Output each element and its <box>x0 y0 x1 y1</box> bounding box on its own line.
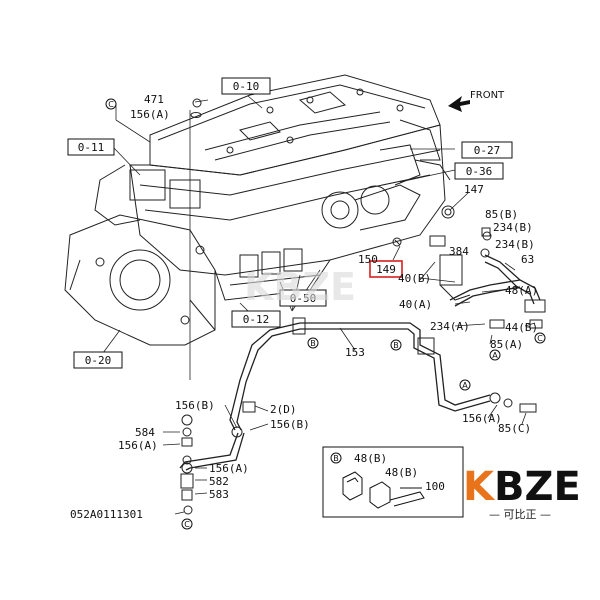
callout-c: C <box>537 334 543 343</box>
part-label-156b: 156(B) <box>175 399 215 412</box>
part-label-63: 63 <box>521 253 534 266</box>
part-label-582: 582 <box>209 475 229 488</box>
diagram-code: 052A0111301 <box>70 508 143 521</box>
oil-pipe-153 <box>179 322 491 471</box>
highlighted-part-149[interactable]: 149 <box>369 260 403 278</box>
section-box-label: 0-36 <box>466 165 493 178</box>
section-box-label: 0-27 <box>474 144 501 157</box>
logo-k: K <box>463 464 496 510</box>
logo-text: KBZE <box>463 464 581 510</box>
section-box-0-36: 0-36 <box>454 162 504 180</box>
detail-inset-b: B 48(B) 48(B) 100 <box>322 446 464 518</box>
part-label-156b: 156(B) <box>270 418 310 431</box>
section-box-0-10: 0-10 <box>221 77 271 95</box>
part-labels: 471 156(A) 147 85(B) 234(B) 234(B) 384 6… <box>70 93 538 521</box>
bracket-hardware <box>180 205 546 515</box>
part-label-156a: 156(A) <box>209 462 249 475</box>
highlighted-part-label: 149 <box>376 263 396 276</box>
part-label-156a: 156(A) <box>118 439 158 452</box>
part-label-584: 584 <box>135 426 155 439</box>
part-label-40b: 40(B) <box>398 272 431 285</box>
logo-subtitle: — 可比正 — <box>489 508 551 521</box>
section-box-0-20: 0-20 <box>73 351 123 369</box>
callout-a: A <box>462 381 468 390</box>
part-label-384: 384 <box>449 245 469 258</box>
front-arrow-icon <box>448 96 470 112</box>
part-label-156a: 156(A) <box>130 108 170 121</box>
section-box-label: 0-10 <box>233 80 260 93</box>
section-box-label: 0-20 <box>85 354 112 367</box>
part-label-44b: 44(B) <box>505 321 538 334</box>
part-label-150: 150 <box>358 253 378 266</box>
front-label: FRONT <box>470 90 505 101</box>
part-label-40a: 40(A) <box>399 298 432 311</box>
part-label-234b: 234(B) <box>495 238 535 251</box>
callout-b: B <box>393 341 399 350</box>
part-label-100: 100 <box>425 480 445 493</box>
callout-c: C <box>108 100 114 109</box>
section-box-0-11: 0-11 <box>67 138 115 156</box>
callout-a: A <box>492 351 498 360</box>
section-box-0-50: 0-50 <box>279 289 327 307</box>
brand-logo: KBZE — 可比正 — <box>463 464 581 521</box>
logo-rest: BZE <box>494 464 581 510</box>
section-box-label: 0-12 <box>243 313 270 326</box>
engine-block-drawing <box>64 74 451 346</box>
part-label-48b: 48(B) <box>354 452 387 465</box>
callout-markers: C B B A A C C <box>105 98 546 530</box>
section-box-label: 0-11 <box>78 141 105 154</box>
part-label-2d: 2(D) <box>270 403 297 416</box>
front-indicator: FRONT <box>448 90 505 112</box>
part-label-153: 153 <box>345 346 365 359</box>
part-label-156a: 156(A) <box>462 412 502 425</box>
part-label-48b: 48(B) <box>385 466 418 479</box>
part-label-583: 583 <box>209 488 229 501</box>
part-label-85c: 85(C) <box>498 422 531 435</box>
callout-c: C <box>184 520 190 529</box>
section-box-0-12: 0-12 <box>231 310 281 328</box>
section-box-0-27: 0-27 <box>461 141 513 159</box>
callout-b: B <box>333 454 339 463</box>
part-label-471: 471 <box>144 93 164 106</box>
part-label-85a: 85(A) <box>490 338 523 351</box>
section-box-label: 0-50 <box>290 292 317 305</box>
part-label-85b: 85(B) <box>485 208 518 221</box>
part-label-48a: 48(A) <box>505 284 538 297</box>
watermark-text: KBZE <box>244 265 356 309</box>
part-label-147: 147 <box>464 183 484 196</box>
part-label-234a: 234(A) <box>430 320 470 333</box>
callout-b: B <box>310 339 316 348</box>
part-label-234b: 234(B) <box>493 221 533 234</box>
